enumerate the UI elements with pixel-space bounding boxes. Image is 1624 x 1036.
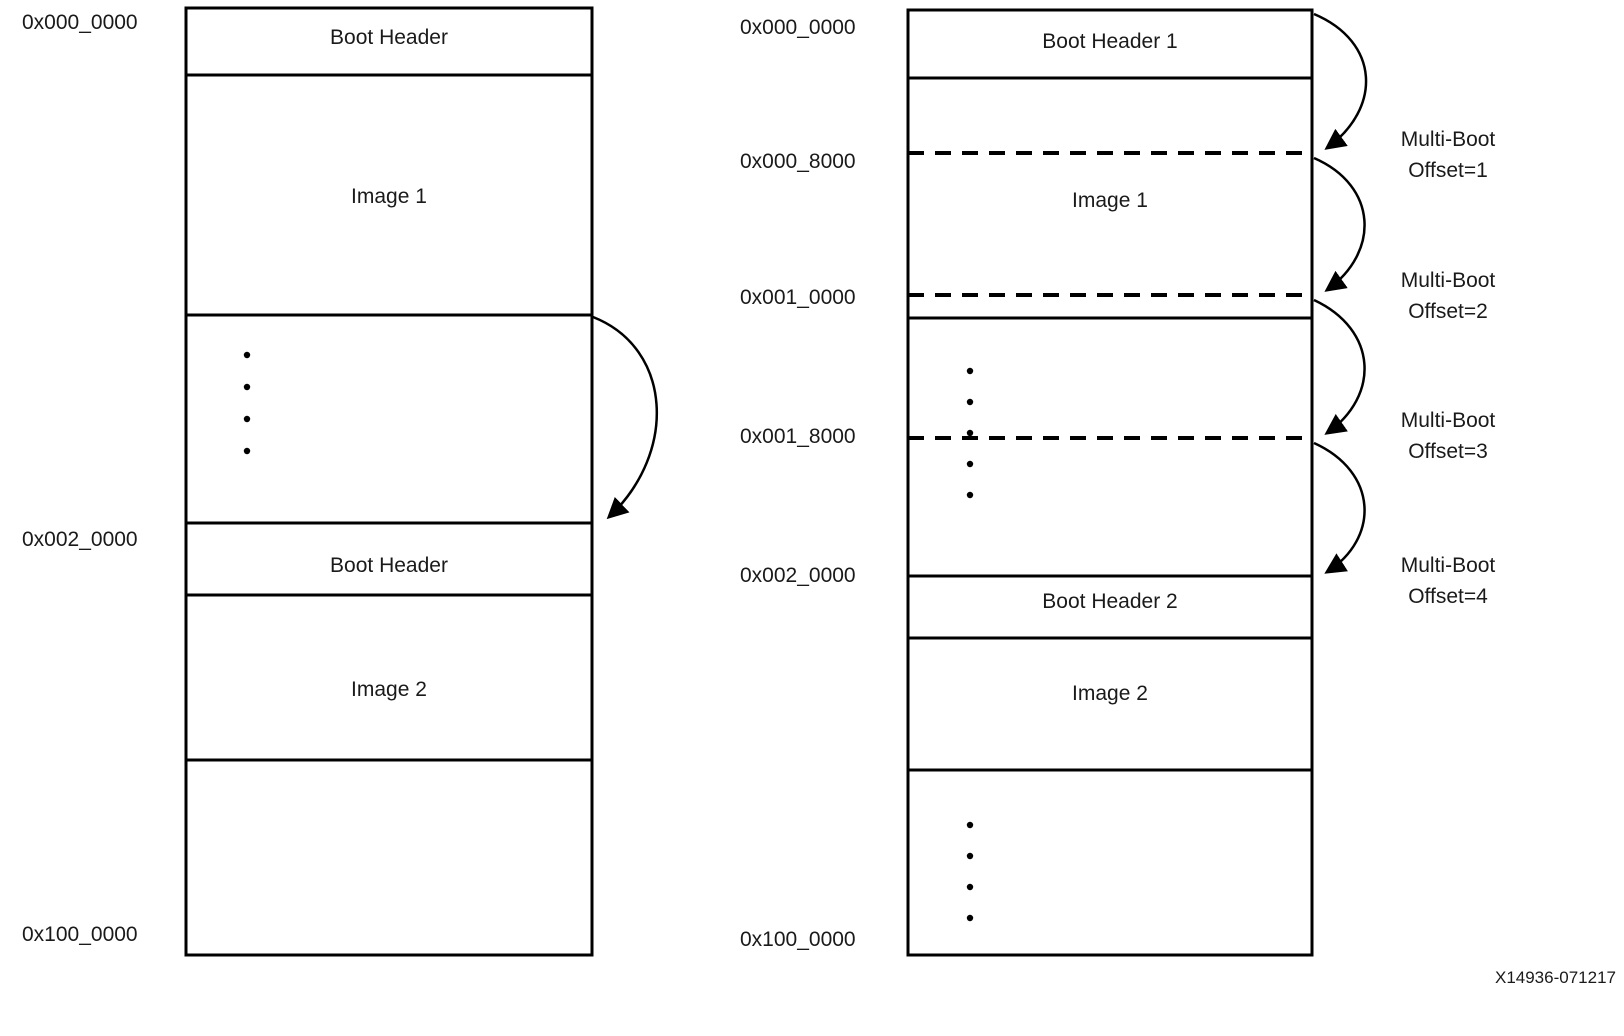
left-address-0x002_0000: 0x002_0000 (22, 528, 138, 551)
left-ellipsis-dots (243, 351, 251, 455)
right-address-0x001_8000: 0x001_8000 (740, 425, 856, 448)
multiboot-offset4-line2: Offset=4 (1408, 585, 1488, 608)
multiboot-offset4-label: Multi-Boot Offset=4 (1330, 550, 1566, 612)
right-address-0x002_0000: 0x002_0000 (740, 564, 856, 587)
offset3-arrow (1313, 298, 1366, 435)
right-section-image1: Image 1 (1072, 189, 1148, 212)
right-section-boot-header2: Boot Header 2 (1042, 590, 1178, 613)
multiboot-offset3-line2: Offset=3 (1408, 440, 1488, 463)
left-fallback-arrow (592, 315, 659, 520)
multiboot-offset-arrows (1313, 12, 1368, 574)
left-address-0x100_0000: 0x100_0000 (22, 923, 138, 946)
multiboot-offset3-line1: Multi-Boot (1400, 409, 1496, 432)
multiboot-offset1-label: Multi-Boot Offset=1 (1330, 124, 1566, 186)
right-bottom-ellipsis-dots (966, 821, 974, 922)
multiboot-offset2-line1: Multi-Boot (1400, 269, 1496, 292)
left-memory-box (184, 6, 594, 957)
right-middle-ellipsis-dots (966, 367, 974, 499)
figure-id-label: X14936-071217 (1494, 968, 1616, 987)
multiboot-offset1-line2: Offset=1 (1408, 159, 1488, 182)
right-address-0x100_0000: 0x100_0000 (740, 928, 856, 951)
offset1-arrow (1313, 12, 1368, 150)
left-section-boot-header-mid: Boot Header (330, 554, 448, 577)
multiboot-offset1-line1: Multi-Boot (1400, 128, 1496, 151)
right-address-0x000_8000: 0x000_8000 (740, 150, 856, 173)
left-section-boot-header-top: Boot Header (330, 26, 448, 49)
right-dashed-offset-lines (908, 151, 1312, 440)
right-address-0x001_0000: 0x001_0000 (740, 286, 856, 309)
multiboot-offset3-label: Multi-Boot Offset=3 (1330, 405, 1566, 467)
multiboot-offset2-line2: Offset=2 (1408, 300, 1488, 323)
right-memory-box (906, 8, 1314, 957)
offset2-arrow (1313, 156, 1366, 292)
left-section-image1: Image 1 (351, 185, 427, 208)
multiboot-offset4-line1: Multi-Boot (1400, 554, 1496, 577)
right-section-image2: Image 2 (1072, 682, 1148, 705)
right-section-boot-header1: Boot Header 1 (1042, 30, 1178, 53)
left-section-image2: Image 2 (351, 678, 427, 701)
right-address-0x000_0000: 0x000_0000 (740, 16, 856, 39)
offset4-arrow (1313, 441, 1366, 574)
multiboot-offset2-label: Multi-Boot Offset=2 (1330, 265, 1566, 327)
left-address-0x000_0000: 0x000_0000 (22, 11, 138, 34)
